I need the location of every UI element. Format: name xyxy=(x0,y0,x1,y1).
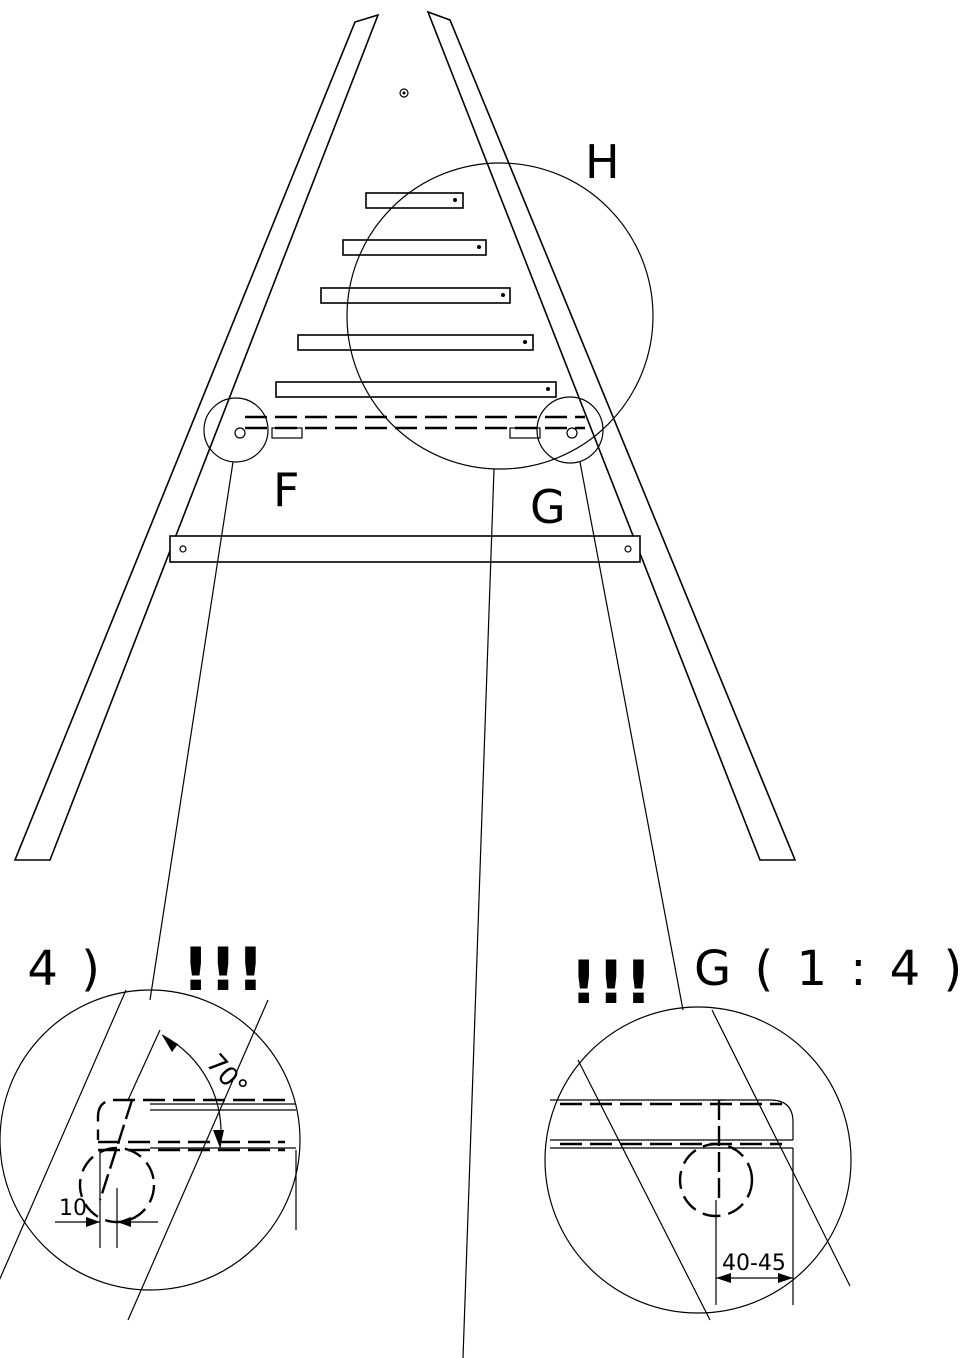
top-bolt xyxy=(399,88,409,98)
scale-label-f: : 4 ) xyxy=(0,941,104,997)
right-leg xyxy=(426,10,797,861)
detail-circle-g xyxy=(536,396,604,464)
dimension-10: 10 xyxy=(59,1196,87,1221)
rung-4 xyxy=(297,334,534,351)
rung-1 xyxy=(365,192,464,209)
rung-2 xyxy=(342,239,487,256)
angle-label: 70° xyxy=(200,1048,253,1102)
leader-lines xyxy=(149,461,684,1358)
ladder-rungs xyxy=(275,192,557,398)
rung-3 xyxy=(320,287,511,304)
base-frame xyxy=(234,415,585,439)
warning-left: !!! xyxy=(182,935,264,1005)
detail-f-view xyxy=(0,989,301,1321)
left-leg xyxy=(13,13,380,861)
rung-5 xyxy=(275,381,557,398)
label-f: F xyxy=(273,463,299,517)
label-h: H xyxy=(585,135,620,189)
cross-beam xyxy=(169,535,641,563)
detail-g-view xyxy=(544,1006,852,1321)
detail-circle-f xyxy=(203,397,269,463)
scale-label-g: G ( 1 : 4 ) xyxy=(694,941,961,997)
label-g: G xyxy=(530,480,566,534)
dimension-40-45: 40-45 xyxy=(722,1251,786,1276)
detail-circle-h xyxy=(346,162,654,470)
warning-right: !!! xyxy=(570,948,652,1018)
